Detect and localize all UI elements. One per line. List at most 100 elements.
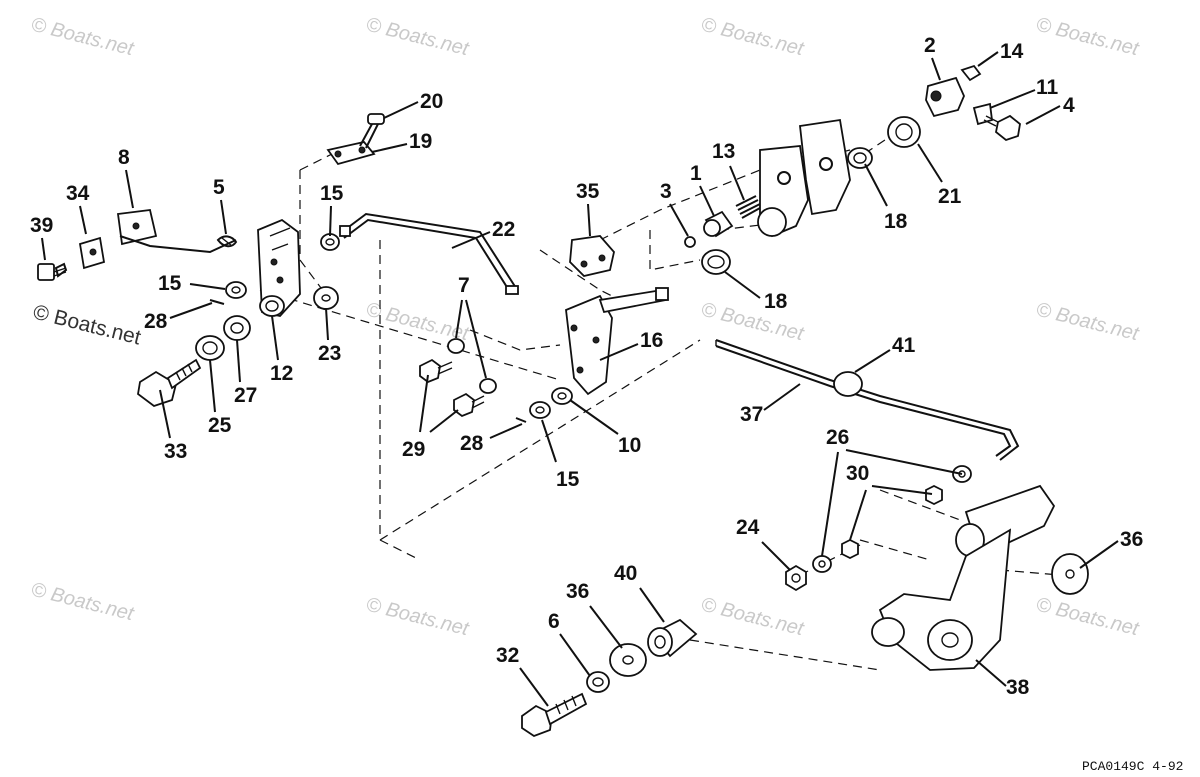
leader-line bbox=[699, 185, 715, 217]
leader-line bbox=[559, 633, 591, 677]
leader-line bbox=[271, 315, 279, 361]
leader-line bbox=[455, 299, 463, 339]
leader-line bbox=[159, 389, 171, 439]
part-41-grommet bbox=[833, 371, 863, 397]
part-7-washers bbox=[447, 338, 497, 394]
callout-label-c38: 38 bbox=[1006, 676, 1030, 699]
leader-line bbox=[451, 231, 491, 249]
leader-line bbox=[589, 605, 623, 649]
leader-line bbox=[871, 485, 933, 495]
callout-label-c29: 29 bbox=[402, 438, 425, 461]
leader-line bbox=[821, 451, 839, 557]
watermark-text: © Boats.net bbox=[364, 594, 472, 641]
leader-line bbox=[236, 339, 241, 383]
callout-label-c14: 14 bbox=[1000, 40, 1024, 63]
callout-label-c39: 39 bbox=[30, 214, 53, 237]
part-18-bushing-upper bbox=[847, 147, 873, 169]
callout-label-c7: 7 bbox=[458, 274, 470, 297]
leader-line bbox=[975, 659, 1007, 687]
callout-label-c34: 34 bbox=[66, 182, 90, 205]
leader-line bbox=[917, 143, 943, 183]
watermark-text: © Boats.net bbox=[29, 579, 137, 626]
callout-label-c2: 2 bbox=[924, 34, 936, 57]
mounting-bracket bbox=[757, 118, 851, 238]
leader-line bbox=[724, 271, 761, 299]
part-23-washer bbox=[313, 286, 339, 310]
part-27-washer bbox=[223, 315, 251, 341]
part-28-pin-center bbox=[515, 417, 527, 423]
watermark-text: © Boats.net bbox=[699, 299, 807, 346]
leader-line bbox=[864, 163, 888, 207]
leader-line bbox=[371, 143, 408, 153]
leader-line bbox=[519, 667, 549, 707]
leader-line bbox=[325, 307, 329, 341]
part-3-ball bbox=[684, 236, 696, 248]
part-33-bolt bbox=[137, 358, 202, 408]
leader-line bbox=[41, 237, 46, 261]
part-15-washer-left bbox=[225, 281, 247, 299]
leader-line bbox=[383, 101, 419, 119]
part-2-clamp bbox=[925, 76, 965, 118]
callout-label-c19: 19 bbox=[409, 130, 432, 153]
part-10-washer bbox=[551, 387, 573, 405]
callout-label-c26: 26 bbox=[826, 426, 849, 449]
callout-label-c28b: 28 bbox=[460, 432, 484, 455]
leader-line bbox=[669, 203, 689, 237]
callout-label-c18a: 18 bbox=[884, 210, 908, 233]
part-14-screw bbox=[960, 64, 982, 82]
callout-label-c18b: 18 bbox=[764, 290, 788, 313]
watermark-text: © Boats.net bbox=[1034, 14, 1142, 61]
callout-label-c4: 4 bbox=[1063, 94, 1075, 117]
callout-label-c33: 33 bbox=[164, 440, 187, 463]
leader-line bbox=[931, 57, 941, 81]
leader-line bbox=[79, 205, 87, 235]
part-15-washer-upper bbox=[320, 233, 340, 251]
part-38-shift-lever bbox=[871, 484, 1056, 671]
callout-label-c11: 11 bbox=[1036, 76, 1059, 99]
callout-label-c6: 6 bbox=[548, 610, 560, 633]
callout-label-c8: 8 bbox=[118, 146, 130, 169]
part-21-spacer bbox=[887, 116, 921, 148]
part-26-washer-lower bbox=[812, 555, 832, 573]
callout-label-c32: 32 bbox=[496, 644, 519, 667]
part-37-shift-rod bbox=[715, 339, 1020, 461]
part-1-bushing bbox=[703, 210, 734, 238]
callout-label-c16: 16 bbox=[640, 329, 663, 352]
callout-label-c41: 41 bbox=[892, 334, 916, 357]
part-20-pin bbox=[359, 113, 385, 149]
leader-line bbox=[329, 205, 332, 237]
watermark-text: © Boats.net bbox=[1034, 594, 1142, 641]
drawing-code: PCA0149C 4-92 bbox=[1082, 759, 1183, 774]
callout-label-c3: 3 bbox=[660, 180, 672, 203]
assembly-guide-lines bbox=[259, 129, 1061, 671]
watermark-text: © Boats.net bbox=[699, 594, 807, 641]
leader-line bbox=[125, 169, 134, 209]
callout-label-c35: 35 bbox=[576, 180, 600, 203]
leader-line bbox=[763, 383, 801, 411]
leader-line bbox=[169, 302, 213, 319]
callout-label-c15c: 15 bbox=[556, 468, 580, 491]
part-22-link-rod bbox=[339, 212, 519, 295]
leader-line bbox=[729, 165, 745, 201]
callout-label-c15b: 15 bbox=[158, 272, 182, 295]
part-6-washer bbox=[586, 671, 610, 693]
watermark-dark: © Boats.net bbox=[31, 301, 143, 350]
part-39-screw bbox=[37, 262, 68, 281]
watermark-text: © Boats.net bbox=[699, 14, 807, 61]
part-8-bracket bbox=[116, 209, 237, 254]
leader-line bbox=[489, 423, 523, 439]
part-30-nut-upper bbox=[925, 484, 943, 506]
leader-line bbox=[977, 51, 999, 67]
callout-label-c25: 25 bbox=[208, 414, 232, 437]
leader-line bbox=[220, 199, 227, 235]
callout-label-c15a: 15 bbox=[320, 182, 344, 205]
leader-line bbox=[761, 541, 791, 571]
leader-line bbox=[849, 489, 867, 541]
callout-label-c13: 13 bbox=[712, 140, 735, 163]
part-19-link bbox=[326, 141, 376, 166]
part-28-pin-left bbox=[209, 299, 225, 305]
leader-line bbox=[1025, 105, 1061, 125]
